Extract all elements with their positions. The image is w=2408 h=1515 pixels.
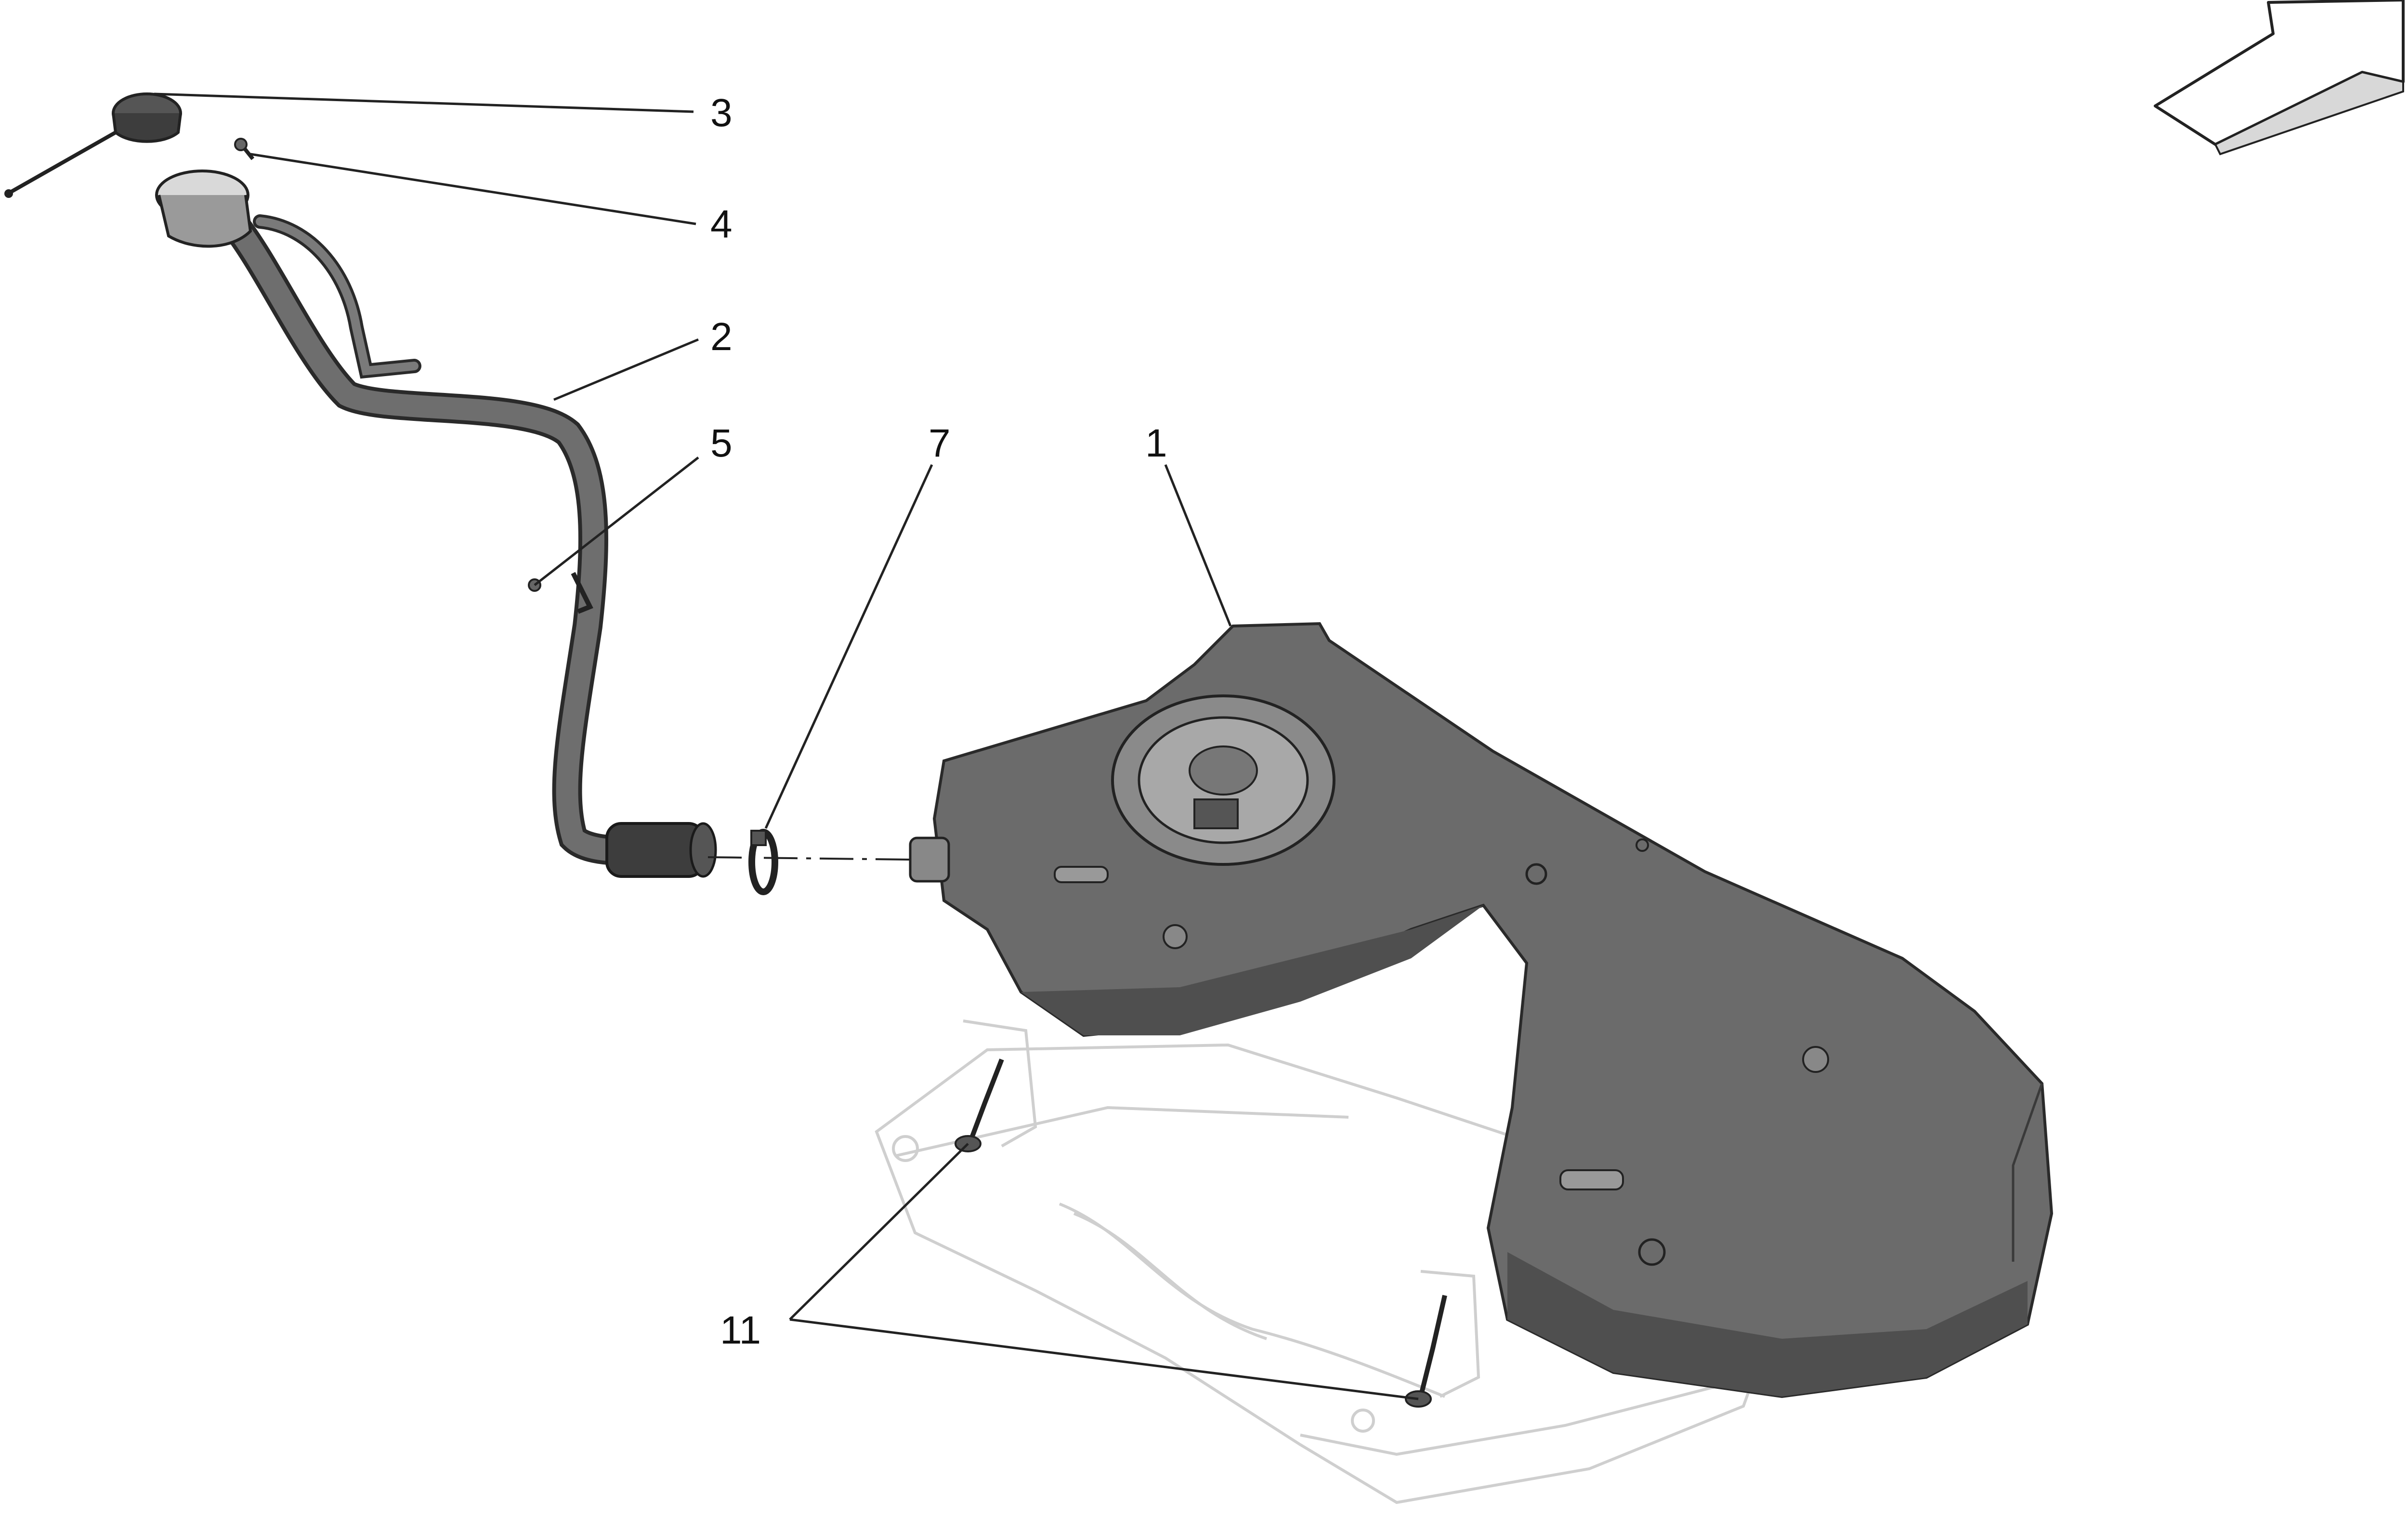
callout-4: 4 — [710, 202, 733, 246]
fuel-cap[interactable] — [4, 92, 182, 198]
callout-7: 7 — [929, 421, 951, 465]
callout-11: 11 — [720, 1308, 761, 1352]
fuel-tank[interactable] — [909, 622, 2054, 1398]
filler-neck-pipe[interactable] — [155, 170, 717, 878]
callout-3: 3 — [710, 91, 733, 135]
direction-arrow-icon — [2154, 0, 2405, 156]
callout-labels: 3 4 2 5 7 1 11 — [710, 91, 1167, 1352]
vehicle-frame-outline — [875, 1019, 1784, 1504]
hose-clamp[interactable] — [748, 829, 778, 895]
cap-screw[interactable] — [234, 138, 255, 160]
callout-1: 1 — [1145, 421, 1167, 465]
callout-5: 5 — [710, 421, 733, 465]
leader-lines — [154, 92, 1419, 1400]
assembly-axis-line — [707, 856, 911, 861]
callout-2: 2 — [710, 315, 733, 359]
